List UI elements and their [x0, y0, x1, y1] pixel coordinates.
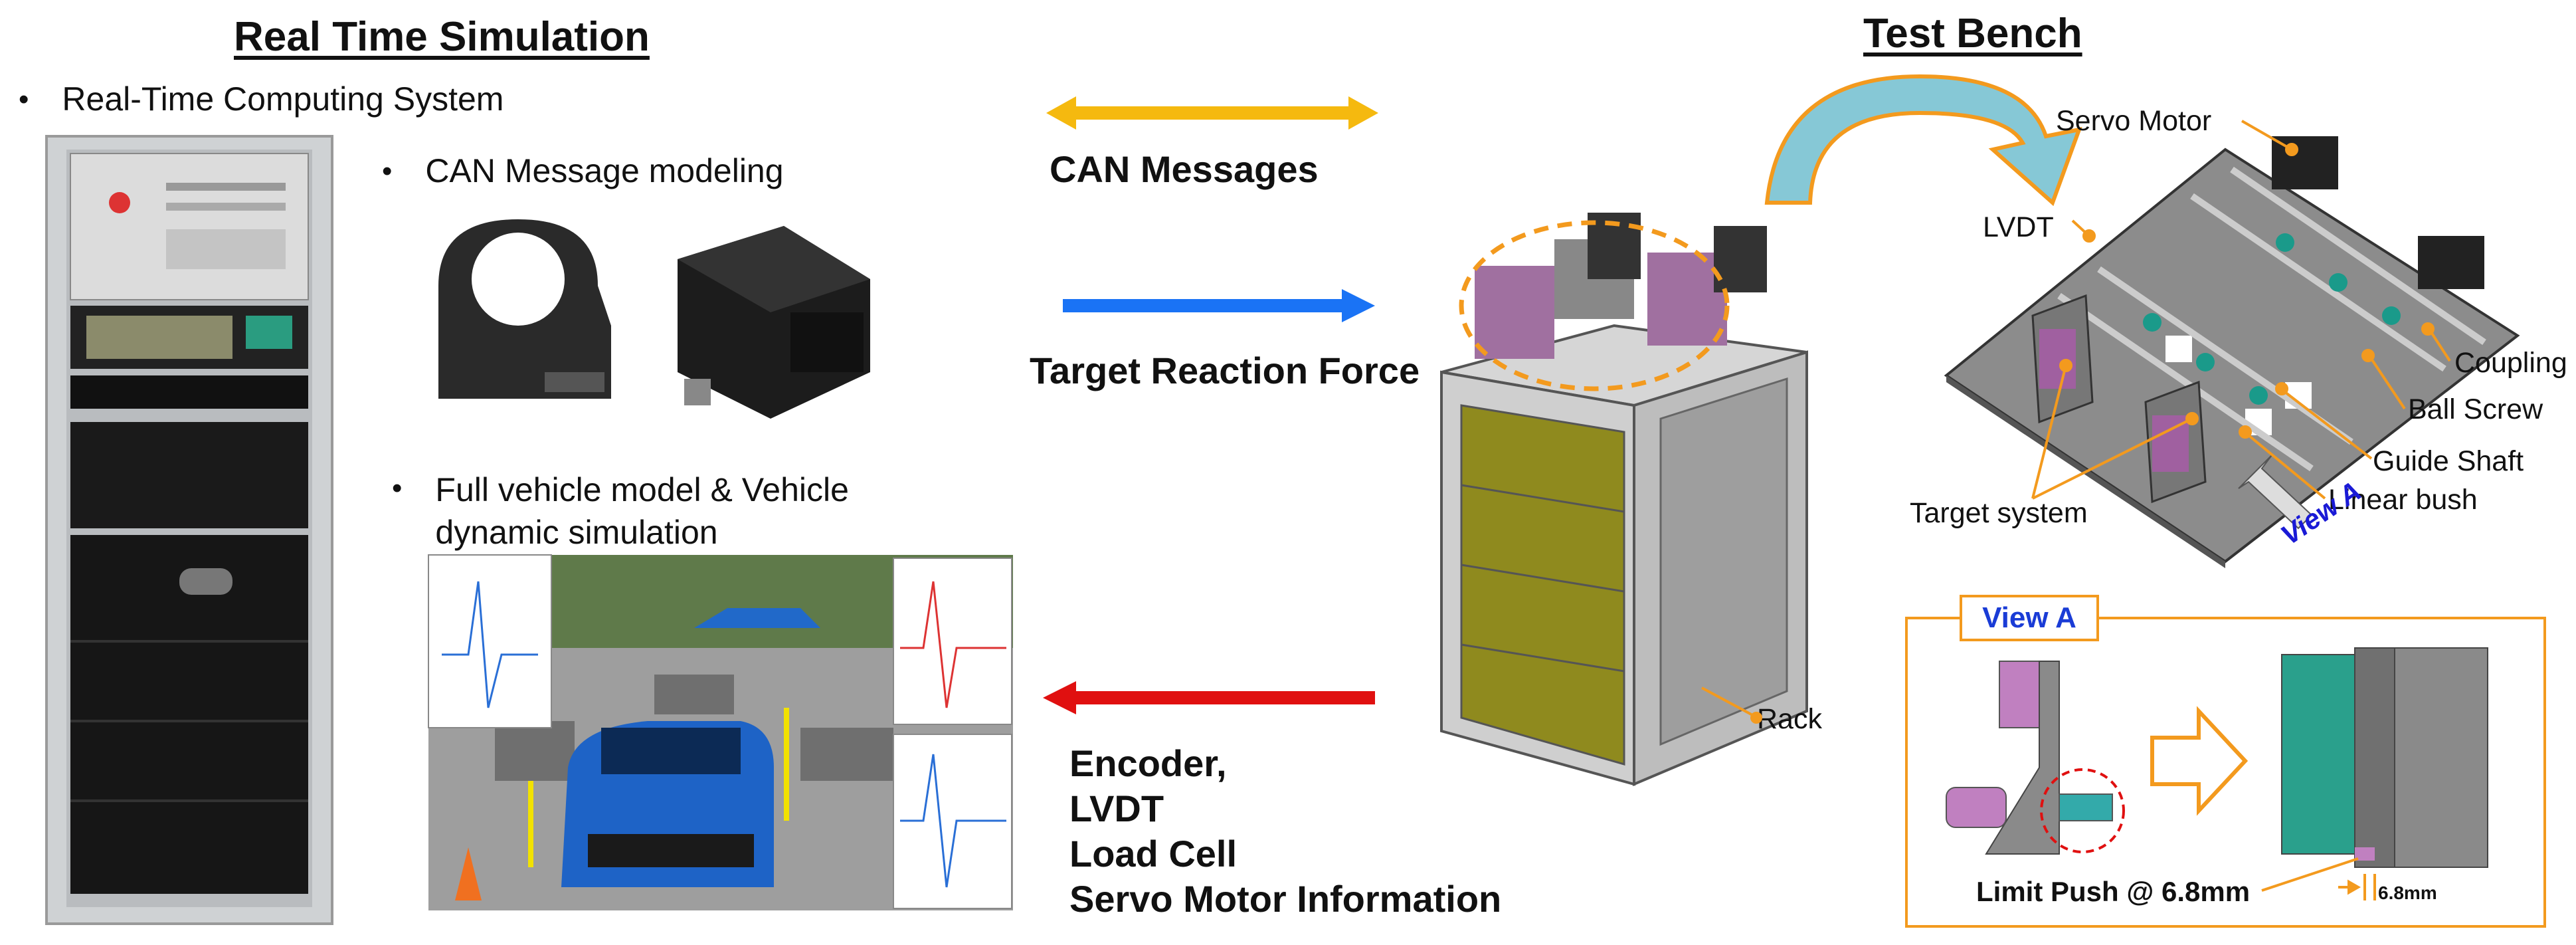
rack-leader	[1701, 686, 1762, 724]
lvdt-label: LVDT	[1983, 211, 2054, 243]
test-bench-title: Test Bench	[1863, 11, 2082, 56]
view-a-right-arrow	[2150, 706, 2249, 816]
rack-label: Rack	[1757, 703, 1822, 735]
view-a-detail-box	[1905, 617, 2546, 928]
full-vehicle-label-line2: dynamic simulation	[435, 514, 718, 551]
feedback-line: Servo Motor Information	[1069, 878, 1502, 920]
coupling-label: Coupling	[2454, 347, 2567, 379]
feedback-line: LVDT	[1069, 788, 1164, 829]
bullet-label: CAN Message modeling	[425, 152, 784, 189]
bullet-label: Real-Time Computing System	[62, 80, 504, 118]
linear-bush-label: Linear bush	[2328, 484, 2478, 516]
real-time-simulation-title: Real Time Simulation	[234, 14, 650, 60]
bullet-dot: •	[19, 83, 29, 116]
feedback-line: Encoder,	[1069, 742, 1227, 784]
ball-screw-label: Ball Screw	[2408, 393, 2543, 425]
view-a-zoom-image	[2281, 647, 2488, 868]
bullet-full-vehicle-model: • Full vehicle model & Vehicle dynamic s…	[392, 469, 849, 554]
rack-computer-image	[45, 135, 333, 925]
target-system-label: Target system	[1910, 497, 2088, 529]
can-messages-label: CAN Messages	[1050, 148, 1319, 190]
target-force-arrow	[1063, 289, 1375, 322]
servo-motor-label: Servo Motor	[2056, 105, 2212, 137]
test-bench-cabinet-image	[1440, 213, 1808, 787]
bullet-dot: •	[382, 155, 393, 187]
callout-leaders	[2031, 120, 2451, 500]
can-messages-arrow	[1046, 96, 1378, 130]
view-a-side-image	[1946, 661, 2125, 855]
full-vehicle-label-line1: Full vehicle model & Vehicle	[435, 471, 849, 508]
limit-push-leader	[2261, 857, 2376, 900]
can-hardware-image	[412, 199, 890, 432]
bullet-dot: •	[392, 472, 403, 504]
bullet-real-time-computing: • Real-Time Computing System	[19, 80, 504, 120]
feedback-arrow	[1043, 681, 1375, 714]
zoom-curved-arrow	[1764, 74, 2082, 207]
target-reaction-force-label: Target Reaction Force	[1030, 350, 1420, 391]
view-a-title: View A	[1960, 595, 2099, 641]
full-vehicle-label: Full vehicle model & Vehicle dynamic sim…	[435, 469, 849, 554]
vehicle-simulation-image	[428, 554, 1013, 910]
feedback-signals-label: Encoder, LVDT Load Cell Servo Motor Info…	[1069, 741, 1501, 922]
feedback-line: Load Cell	[1069, 833, 1238, 875]
guide-shaft-label: Guide Shaft	[2373, 445, 2524, 477]
dimension-label: 6.8mm	[2378, 883, 2437, 903]
bullet-can-message-modeling: • CAN Message modeling	[382, 152, 784, 191]
limit-push-label: Limit Push @ 6.8mm	[1976, 876, 2251, 907]
